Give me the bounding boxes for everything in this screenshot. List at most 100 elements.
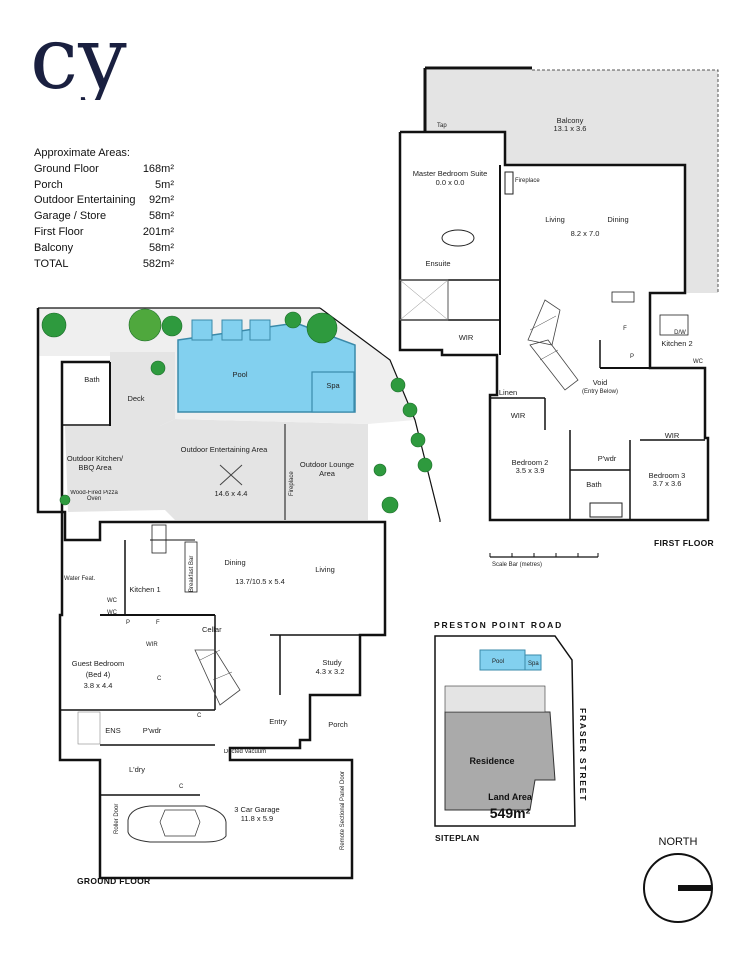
site-spa: [524, 654, 542, 671]
outdoor-lounge-label: Outdoor Lounge Area: [299, 460, 355, 478]
ground-wc-2-label: WC: [107, 610, 118, 616]
guest-bedroom-dimensions: 3.8 x 4.4: [84, 681, 113, 690]
ground-cupboard-3-label: C: [179, 784, 184, 790]
porch-label: Porch: [328, 720, 348, 729]
dining-label: Dining: [224, 558, 245, 567]
water-feature-label: Water Feat.: [64, 576, 95, 582]
dining-dimensions: 13.7/10.5 x 5.4: [235, 577, 285, 586]
cy-logo: cy: [30, 20, 127, 100]
ground-cupboard-1-label: C: [157, 676, 162, 682]
svg-text:Scale Bar (metres): Scale Bar (metres): [492, 562, 542, 568]
bedroom-2-dimensions: 3.5 x 3.9: [516, 466, 545, 475]
street-name-label: FRASER STREET: [578, 708, 588, 802]
trees: [41, 308, 433, 514]
first-floor-pwdr-label: P'wdr: [598, 454, 617, 463]
site-pool-label: Pool: [492, 659, 504, 665]
pizza-oven-label: Wood-Fired Pizza Oven: [70, 490, 118, 502]
ground-floor-caption: GROUND FLOOR: [77, 876, 150, 886]
pizza-oven-label-box: Wood-Fired Pizza Oven: [70, 490, 118, 502]
first-floor-living-label: Living: [545, 215, 565, 224]
ground-wir-label: WIR: [146, 642, 158, 648]
ground-cupboard-2-label: C: [197, 713, 202, 719]
site-spa-label: Spa: [528, 661, 539, 667]
living-dimensions: 8.2 x 7.0: [571, 229, 600, 238]
linen-label: Linen: [499, 388, 517, 397]
land-area-label: Land Area: [488, 792, 533, 802]
spa: [311, 371, 355, 413]
north-label: NORTH: [659, 836, 698, 848]
outdoor-entertaining-label: Outdoor Entertaining Area: [181, 445, 269, 454]
first-floor-fridge-label: F: [623, 326, 627, 332]
tap-label: Tap: [437, 123, 447, 129]
ground-fireplace-label: Fireplace: [289, 471, 295, 496]
pool-label: Pool: [232, 370, 247, 379]
first-floor-wc-label: WC: [693, 359, 704, 365]
siteplan-caption: SITEPLAN: [435, 833, 479, 843]
guest-bedroom-sub-label: (Bed 4): [86, 670, 111, 679]
wir-2-label: WIR: [511, 411, 526, 420]
spa-label: Spa: [326, 381, 340, 390]
guest-bedroom-label: Guest Bedroom: [72, 659, 125, 668]
outdoor-entertaining-dimensions: 14.6 x 4.4: [215, 489, 248, 498]
bedroom-3-dimensions: 3.7 x 3.6: [653, 479, 682, 488]
ducted-vacuum-label-box: Ducted Vacuum: [224, 749, 266, 755]
svg-text:cy: cy: [30, 20, 127, 100]
bedroom-2-label: Bedroom 2: [512, 458, 549, 467]
outdoor-lounge-label-box: Outdoor Lounge Area: [299, 460, 355, 478]
balcony-label: Balcony: [557, 116, 584, 125]
master-bedroom-label: Master Bedroom Suite: [413, 169, 488, 178]
ground-floor-walls: [36, 308, 387, 880]
entry-label: Entry: [269, 717, 287, 726]
site-plan: PRESTON POINT ROAD FRASER STREET Pool Sp…: [434, 620, 588, 843]
pool: [177, 322, 356, 413]
balcony-dimensions: 13.1 x 3.6: [554, 124, 587, 133]
ground-pwdr-label: P'wdr: [143, 726, 162, 735]
road-name-label: PRESTON POINT ROAD: [434, 620, 563, 630]
roller-door-label: Roller Door: [114, 804, 120, 834]
ground-floor-plan: Pool Spa Deck Bath Outdoor Entertaining …: [36, 307, 441, 886]
ground-pantry-label: P: [126, 620, 130, 626]
outdoor-entertaining-area: [65, 419, 368, 520]
land-area-value: 549m²: [490, 805, 531, 821]
deck-area: [110, 352, 175, 426]
ground-bath-label: Bath: [84, 375, 99, 384]
garage-dimensions: 11.8 x 5.9: [241, 814, 273, 823]
ground-wc-1-label: WC: [107, 598, 118, 604]
cellar-label: Cellar: [202, 625, 222, 634]
first-floor-fireplace-label: Fireplace: [515, 178, 540, 184]
deck-label: Deck: [127, 394, 144, 403]
void-sub-label: (Entry Below): [582, 389, 618, 395]
first-floor-plan: Balcony 13.1 x 3.6 Tap Master Bedroom Su…: [398, 66, 719, 568]
compass-needle-icon: [678, 885, 712, 891]
laundry-label: L'dry: [129, 765, 145, 774]
bedroom-3-label: Bedroom 3: [649, 471, 686, 480]
wir-1-label: WIR: [459, 333, 474, 342]
outdoor-kitchen-label-box: Outdoor Kitchen/ BBQ Area: [66, 454, 124, 472]
ground-living-label: Living: [315, 565, 335, 574]
ensuite-label: Ensuite: [425, 259, 450, 268]
car-icon: [127, 805, 227, 843]
outdoor-kitchen-label: Outdoor Kitchen/ BBQ Area: [66, 454, 124, 472]
void-label: Void: [593, 378, 608, 387]
wir-3-label: WIR: [665, 431, 680, 440]
areas-heading: Approximate Areas:: [34, 147, 130, 159]
breakfast-bar-label: Breakfast Bar: [189, 556, 195, 592]
kitchen-1-label: Kitchen 1: [129, 585, 160, 594]
garage-label: 3 Car Garage: [234, 805, 279, 814]
balcony-area: [425, 70, 718, 293]
residence-footprint: [444, 711, 556, 811]
dishwasher-label: D/W: [674, 330, 686, 336]
ground-fridge-label: F: [156, 620, 160, 626]
first-floor-pantry-label: P: [630, 354, 634, 360]
north-compass: NORTH: [643, 836, 713, 923]
master-bedroom-dimensions: 0.0 x 0.0: [436, 178, 465, 187]
ceiling-fan-icon: [219, 464, 243, 486]
